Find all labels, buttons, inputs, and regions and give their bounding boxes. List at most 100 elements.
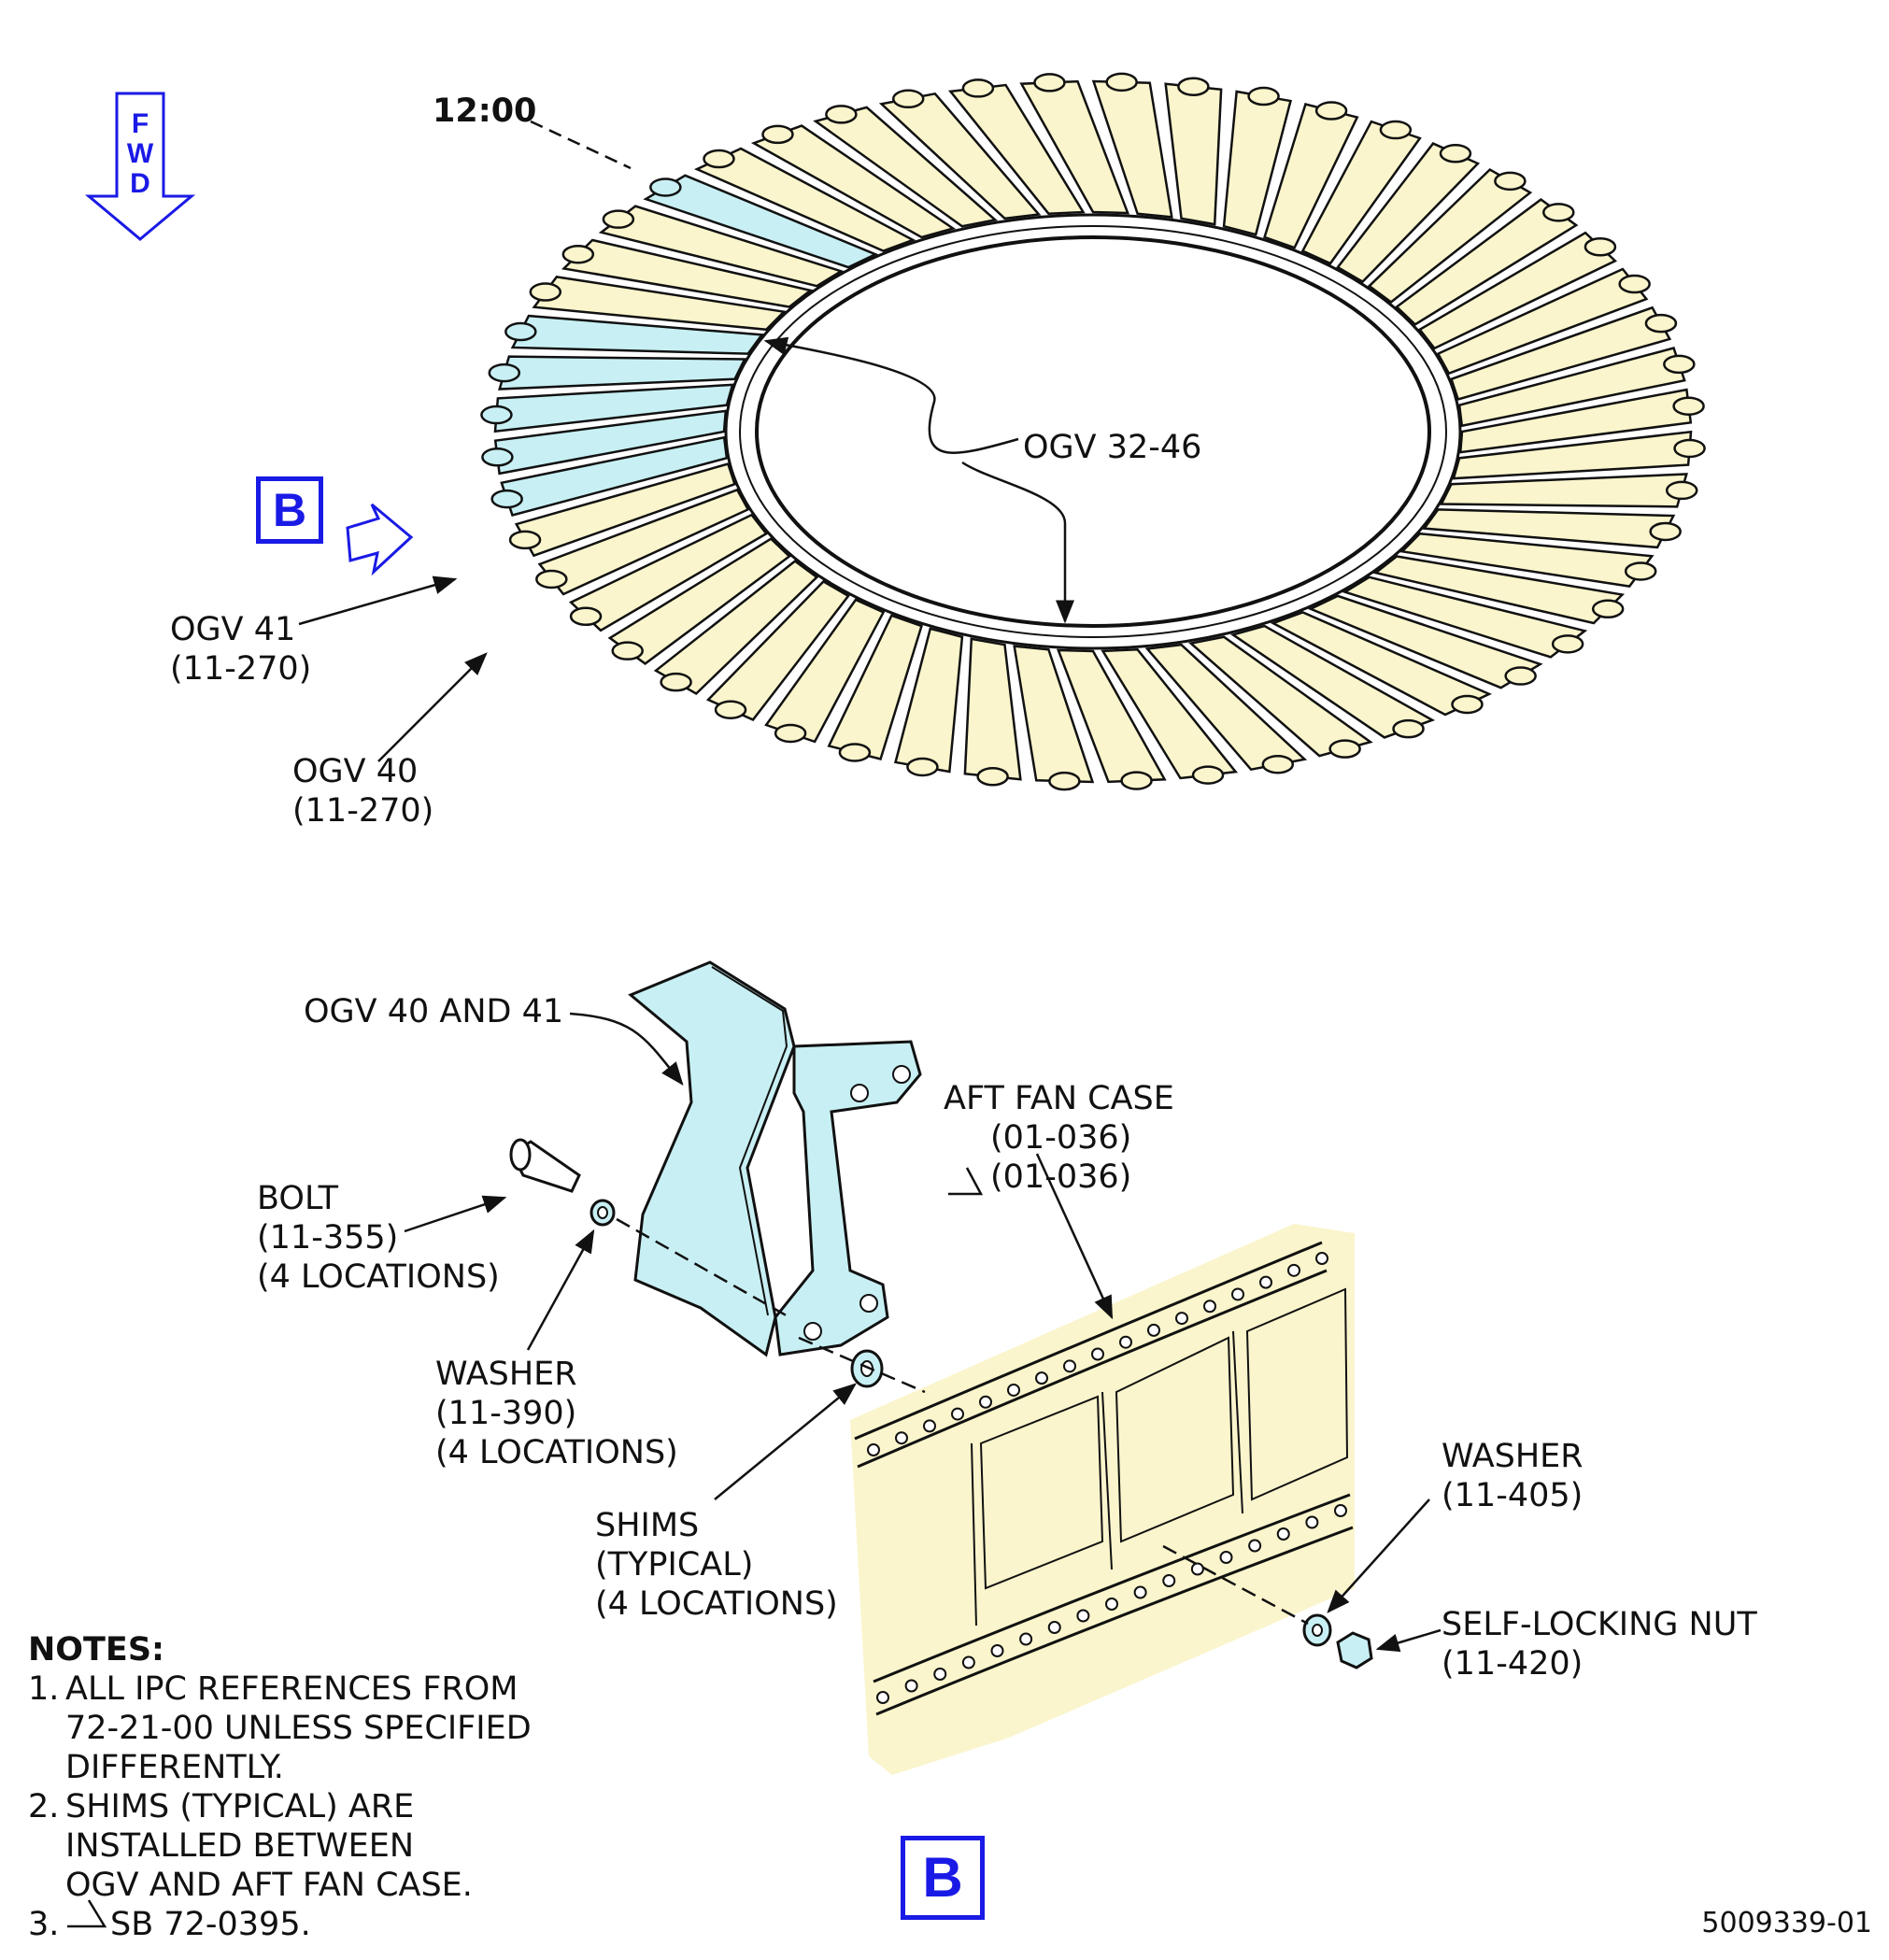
- ogv-mount-tab: [1504, 666, 1537, 686]
- ogv-vane: [764, 598, 886, 744]
- ogv-mount-tab: [1379, 120, 1413, 140]
- ogv-vane: [1395, 198, 1579, 326]
- note-number: 3.: [28, 1906, 60, 1943]
- ogv-mount-tab: [490, 489, 523, 509]
- note-number: 2.: [28, 1788, 60, 1825]
- ogv-vane: [1422, 508, 1676, 549]
- ogv-mount-tab: [561, 244, 595, 264]
- ogv-mount-tab: [504, 321, 537, 342]
- note-item: 1. ALL IPC REFERENCES FROM 72-21-00 UNLE…: [28, 1669, 532, 1787]
- bolt-hole: [1276, 1527, 1290, 1541]
- bolt-hole: [1219, 1551, 1233, 1564]
- bolt-hole: [1147, 1323, 1160, 1337]
- leader-lines-detail: [404, 1012, 1442, 1653]
- ogv-mount-tab: [535, 569, 568, 589]
- ogv-mount-tab: [774, 723, 807, 744]
- bolt-hole: [876, 1691, 889, 1704]
- ogv-vane: [1436, 267, 1649, 376]
- ogv-mount-tab: [1665, 480, 1698, 501]
- bolt-hole: [1315, 1252, 1328, 1265]
- ogv-mount-tab: [569, 606, 603, 627]
- sb-flag-icon: [67, 1167, 984, 1928]
- bolt-hole: [1091, 1347, 1104, 1361]
- bolt-hole: [933, 1668, 947, 1681]
- ogv-mount-tab: [529, 282, 562, 302]
- ogv-41-label: OGV 41: [170, 611, 296, 648]
- bolt-hole: [990, 1644, 1004, 1657]
- ogv-vane: [643, 174, 879, 269]
- ogv-vane: [1222, 90, 1293, 236]
- ogv-mount-tab: [825, 105, 858, 124]
- ogv-mount-tab: [1191, 765, 1225, 785]
- bolt-hole: [1105, 1598, 1118, 1611]
- ogv-vane: [1144, 643, 1308, 772]
- ogv-mount-tab: [1542, 203, 1575, 222]
- ogv-40-ref: (11-270): [292, 792, 434, 830]
- ogv-vane: [1300, 120, 1422, 265]
- bolt-hole: [1076, 1609, 1090, 1623]
- ogv-vane: [1229, 624, 1436, 739]
- ogv-40-label: OGV 40: [292, 753, 419, 790]
- ogv-41-ref: (11-270): [170, 650, 312, 688]
- ogv-vane: [1342, 575, 1588, 659]
- ogv-vane: [1417, 231, 1618, 350]
- shims-label: SHIMS: [595, 1507, 700, 1544]
- bolt-hole: [1190, 1562, 1204, 1576]
- notes-title: NOTES:: [28, 1631, 165, 1669]
- ogv-mount-tab: [481, 447, 514, 467]
- shims-typical: (TYPICAL): [595, 1546, 754, 1584]
- bolt-hole: [1035, 1371, 1048, 1385]
- ogv-vane: [1270, 611, 1493, 717]
- ogv-vane: [493, 409, 728, 476]
- note-text: SB 72-0395.: [110, 1906, 311, 1943]
- ogv-40-41-bracket: [628, 960, 922, 1357]
- ogv-mount-tab: [1624, 561, 1657, 581]
- ogv-vane: [500, 435, 729, 517]
- ogv-mount-tab: [649, 178, 682, 197]
- ogv-mount-tab: [1584, 236, 1617, 257]
- ogv-vane: [514, 462, 737, 558]
- ogv-40-and-41-label: OGV 40 AND 41: [304, 993, 564, 1030]
- ogv-mount-tab: [660, 672, 692, 692]
- bolt-ref: (11-355): [257, 1219, 399, 1257]
- ogv-mount-tab: [508, 530, 542, 550]
- ogv-vane: [510, 314, 764, 355]
- bolt-hole: [1162, 1574, 1176, 1587]
- view-b-marker-bottom: B: [901, 1836, 985, 1920]
- bolt-icon: [509, 1138, 581, 1193]
- ogv-mount-tab: [1451, 694, 1484, 715]
- note-text: SHIMS (TYPICAL) ARE INSTALLED BETWEEN OG…: [65, 1788, 473, 1904]
- ogv-vane: [1019, 79, 1130, 215]
- bolt-hole: [961, 1655, 975, 1669]
- ogv-mount-tab: [1048, 771, 1081, 791]
- ogv-mount-tab: [1644, 313, 1678, 334]
- bolt-hole: [1133, 1585, 1147, 1599]
- ogv-vane: [1452, 430, 1693, 480]
- note-text: ALL IPC REFERENCES FROM 72-21-00 UNLESS …: [65, 1670, 532, 1786]
- fwd-letter-d: D: [130, 168, 150, 199]
- ogv-mount-tab: [1033, 73, 1066, 92]
- washer-11-405-label: WASHER: [1442, 1438, 1584, 1475]
- ogv-mount-tab: [1105, 72, 1138, 92]
- bolt-hole: [979, 1395, 992, 1409]
- ogv-vane-ring: [480, 72, 1706, 791]
- washer-11-390-ref: (11-390): [435, 1395, 577, 1432]
- ogv-mount-tab: [761, 124, 794, 145]
- ogv-vane: [750, 124, 957, 239]
- ogv-vane: [1263, 102, 1359, 249]
- ogv-vane: [607, 537, 791, 665]
- ogv-mount-tab: [1177, 77, 1210, 96]
- bolt-hole: [1175, 1312, 1188, 1326]
- ogv-vane: [878, 92, 1042, 220]
- ogv-mount-tab: [703, 149, 735, 169]
- ogv-mount-tab: [1314, 101, 1348, 121]
- ogv-mount-tab: [714, 700, 747, 719]
- fwd-arrow-icon: [84, 92, 196, 241]
- ogv-vane: [693, 147, 916, 252]
- ogv-vane: [1336, 142, 1481, 284]
- bolt-hole: [1259, 1275, 1272, 1289]
- ogv-mount-tab: [1247, 86, 1280, 107]
- bolt-hole: [1203, 1300, 1216, 1314]
- ogv-mount-tab: [838, 743, 872, 762]
